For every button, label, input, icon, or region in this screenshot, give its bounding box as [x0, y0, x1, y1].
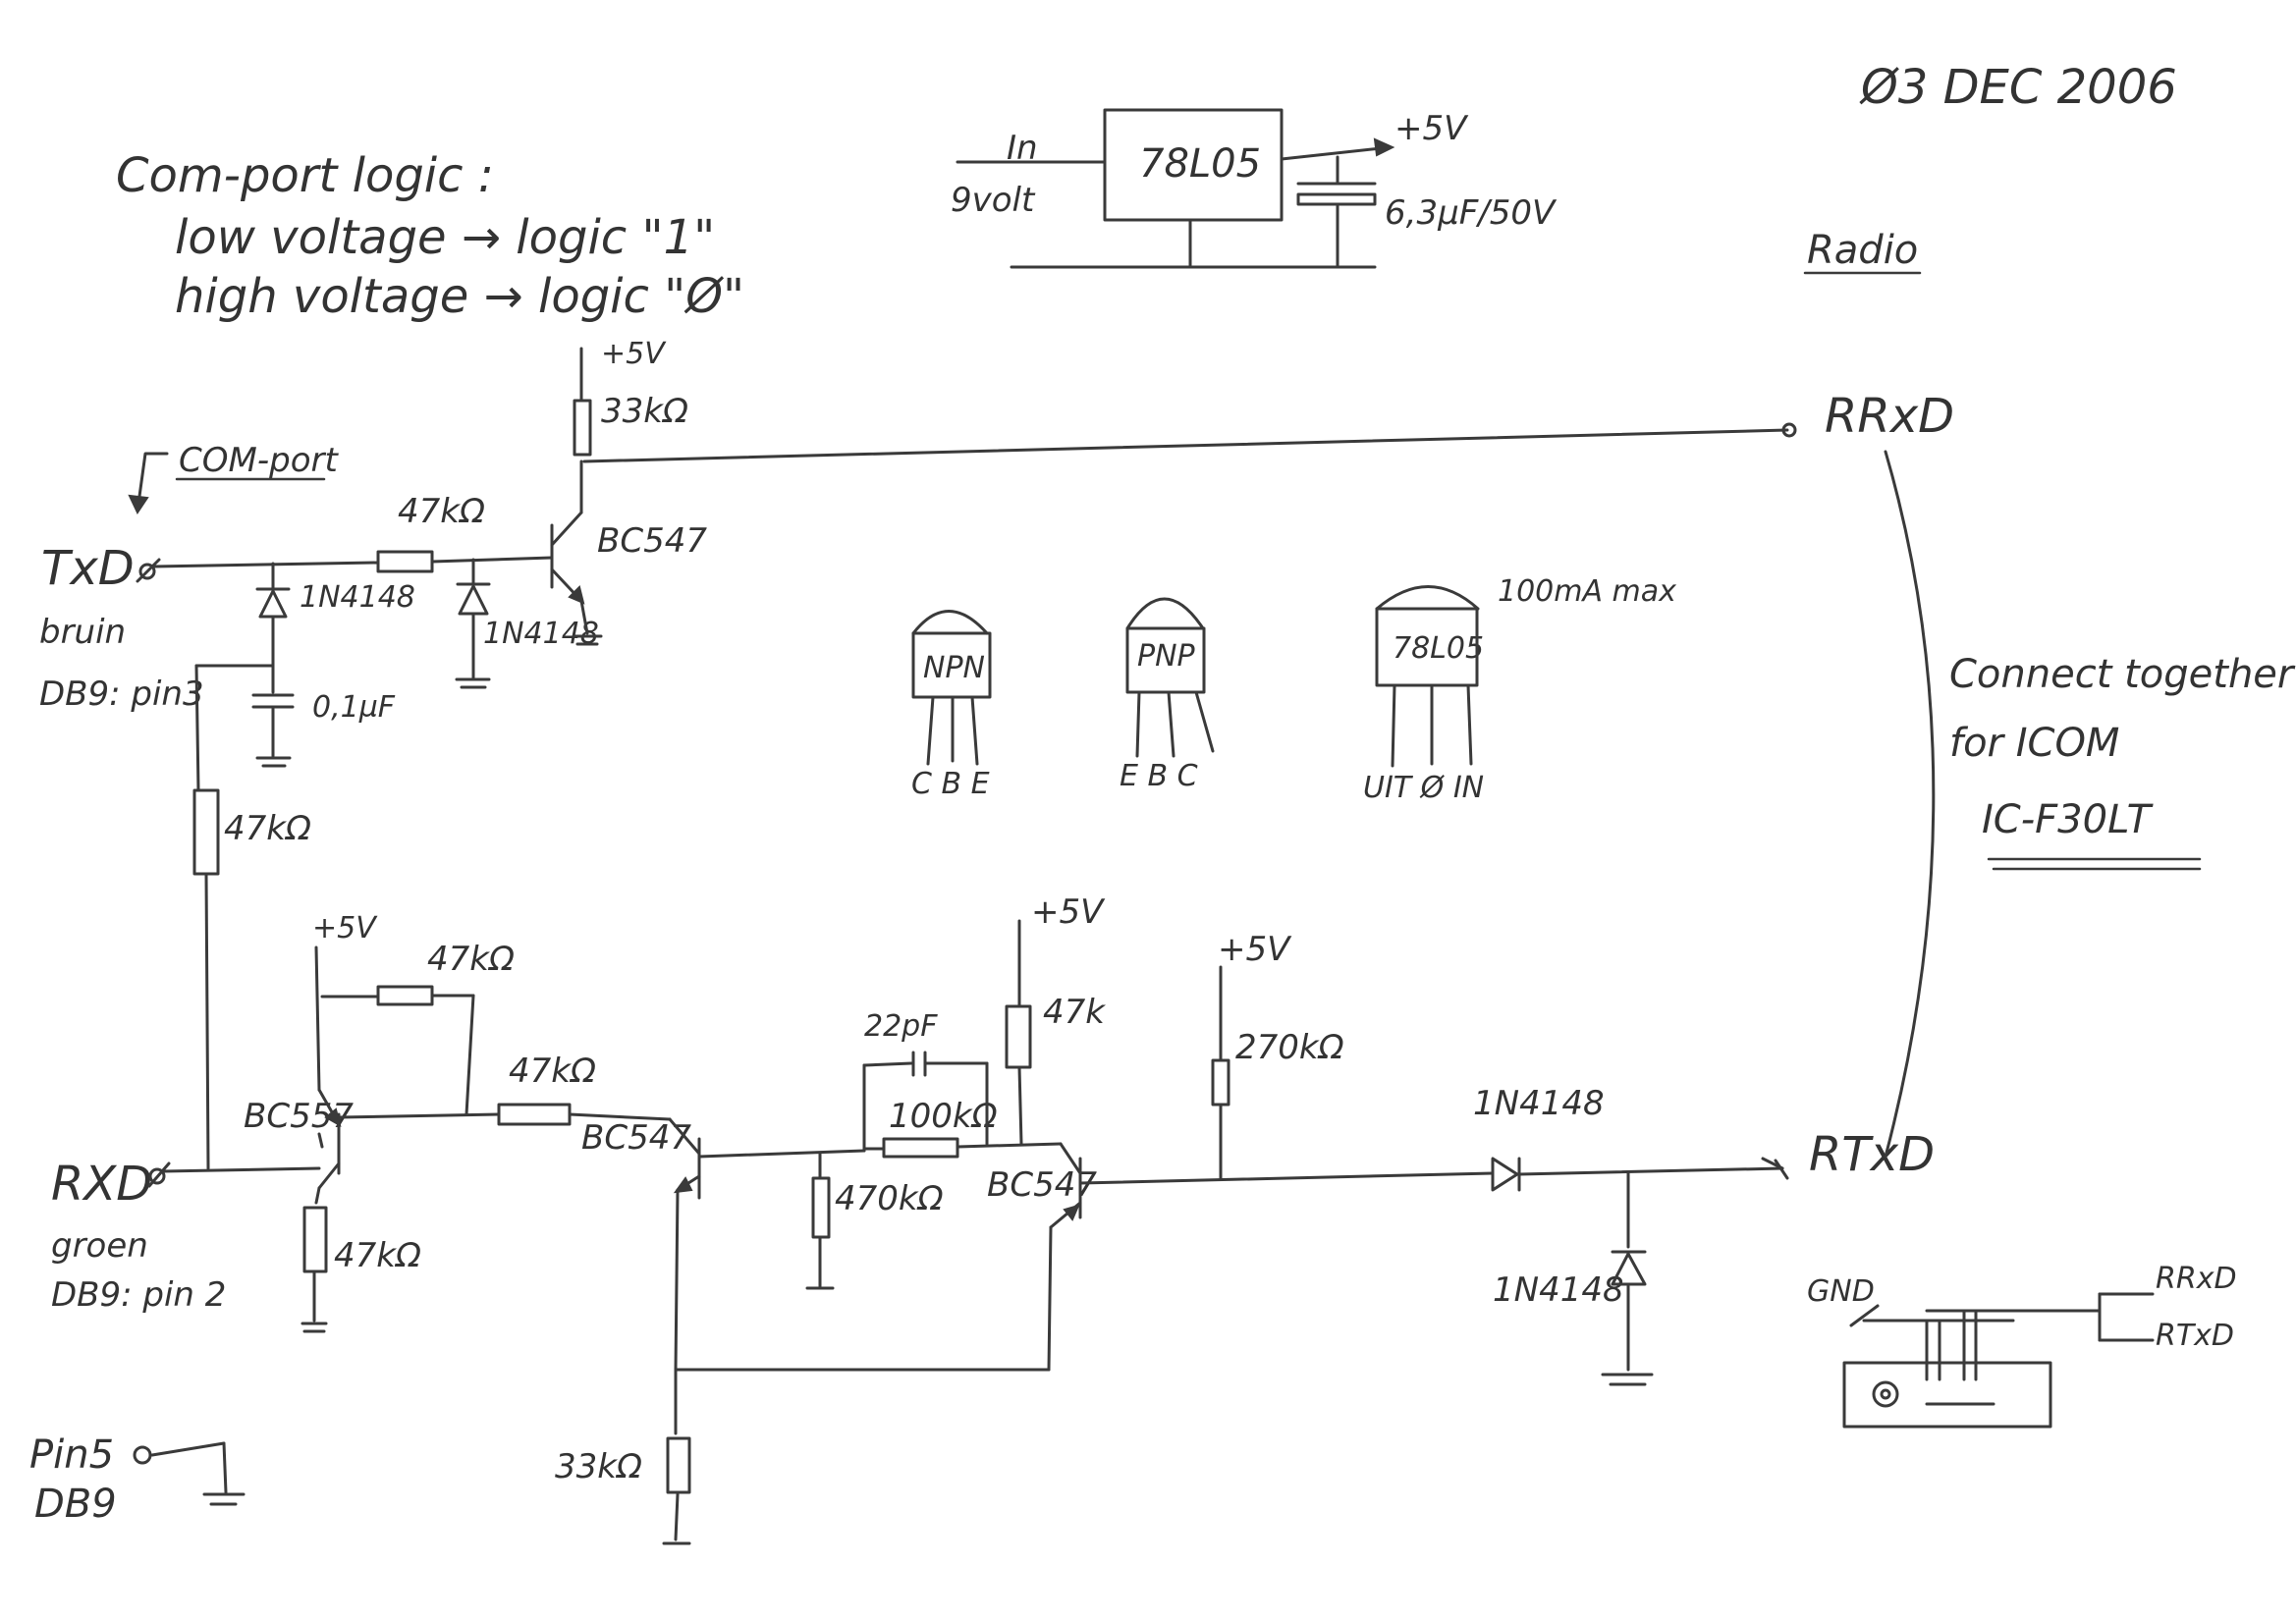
regulator-circuit	[956, 108, 1395, 269]
rrxd-label: RRxD	[1825, 389, 1954, 444]
reg-cap-label: 6,3µF/50V	[1385, 193, 1558, 233]
reg-chip-label: 78L05	[1139, 141, 1261, 187]
date-label: Ø3 DEC 2006	[1859, 60, 2177, 115]
radio-link-curve	[1884, 450, 1936, 1159]
rx-supply2-label: +5V	[1031, 892, 1106, 932]
txd-label: TxD	[41, 541, 135, 596]
pin5-db-label: DB9	[34, 1482, 117, 1527]
tx-diode2-label: 1N4148	[483, 617, 599, 651]
com-port-label: COM-port	[179, 441, 339, 480]
reg-in-voltage: 9volt	[951, 181, 1036, 220]
tx-diode1-label: 1N4148	[300, 580, 415, 615]
pin5-label: Pin5	[29, 1432, 114, 1478]
pnp-pins-label: E B C	[1120, 759, 1198, 793]
tx-r-link-label: 47kΩ	[224, 809, 311, 848]
icom-note-line2: for ICOM	[1949, 721, 2119, 766]
rx-r33k-label: 33kΩ	[555, 1447, 642, 1486]
icom-note-line1: Connect together	[1949, 652, 2296, 697]
rx-supply3-label: +5V	[1218, 930, 1292, 969]
reg-pins-label: UIT Ø IN	[1363, 771, 1484, 805]
txd-color-label: bruin	[39, 613, 126, 652]
pnp-pinout	[1125, 597, 1215, 758]
rx-r-emitter-label: 47kΩ	[334, 1236, 421, 1275]
tx-r-collector-label: 33kΩ	[601, 392, 688, 431]
icom-model-label: IC-F30LT	[1982, 797, 2155, 842]
rx-diode-series-label: 1N4148	[1473, 1084, 1605, 1123]
legend-line-2: high voltage → logic "Ø"	[175, 269, 744, 324]
tx-cap-label: 0,1µF	[312, 690, 396, 725]
npn-pinout	[911, 610, 992, 766]
rx-r470k-label: 470kΩ	[835, 1179, 944, 1218]
legend-title: Com-port logic :	[116, 148, 494, 203]
rxd-color-label: groen	[51, 1226, 148, 1266]
reg-out-label: +5V	[1394, 109, 1469, 148]
rx-diode-shunt-label: 1N4148	[1493, 1270, 1624, 1310]
txd-pin-label: DB9: pin3	[39, 675, 204, 714]
tx-transistor-label: BC547	[597, 521, 707, 561]
radio-heading: Radio	[1807, 228, 1918, 273]
rx-circuit	[133, 919, 1789, 1545]
rx-r47k-label: 47k	[1043, 993, 1106, 1032]
rx-supply1-label: +5V	[312, 911, 378, 945]
conn-rtxd-label: RTxD	[2156, 1319, 2234, 1353]
rx-cap22-label: 22pF	[864, 1009, 938, 1044]
legend-line-1: low voltage → logic "1"	[175, 210, 715, 265]
rx-r270k-label: 270kΩ	[1235, 1028, 1344, 1067]
reg-body-label: 78L05	[1393, 631, 1484, 666]
rx-r100k-label: 100kΩ	[889, 1097, 998, 1136]
gnd-label: GND	[1807, 1274, 1875, 1309]
tx-r-base-label: 47kΩ	[398, 492, 485, 531]
rx-r-feedback-label: 47kΩ	[427, 940, 515, 979]
rxd-pin-label: DB9: pin 2	[51, 1275, 226, 1315]
tx-supply-label: +5V	[601, 337, 667, 371]
npn-body-label: NPN	[923, 651, 985, 685]
regulator-pinout	[1375, 585, 1480, 768]
tx-circuit	[128, 347, 1797, 1170]
reg-note-label: 100mA max	[1498, 574, 1676, 609]
rx-r-series-label: 47kΩ	[509, 1052, 596, 1091]
rxd-label: RXD	[51, 1157, 152, 1212]
npn-pins-label: C B E	[911, 767, 990, 801]
pnp-body-label: PNP	[1137, 639, 1196, 674]
rtxd-label: RTxD	[1809, 1127, 1935, 1182]
radio-connector	[1842, 1292, 2155, 1429]
conn-rrxd-label: RRxD	[2156, 1262, 2237, 1296]
